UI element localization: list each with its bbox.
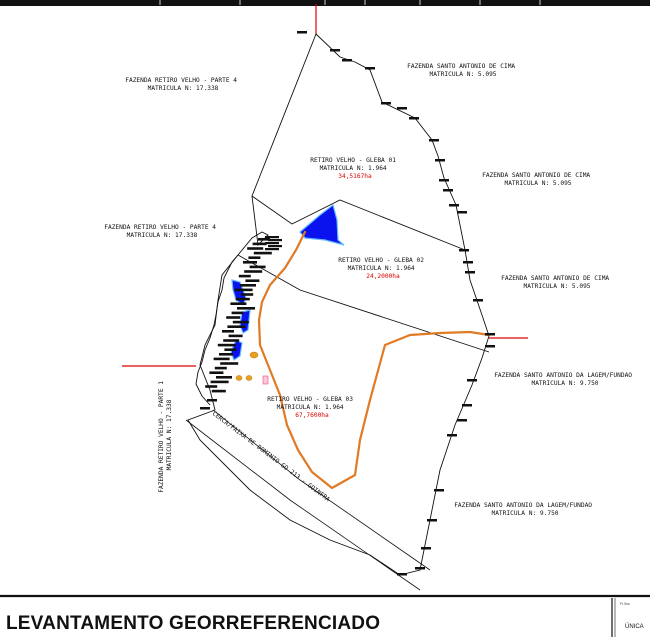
label-retiro-parte1: FAZENDA RETIRO VELHO - PARTE 1 MATRICULA… — [158, 377, 173, 493]
title-block-side-caption: Fl./lha — [620, 602, 630, 606]
internal-track — [257, 230, 491, 490]
label-gleba-01: RETIRO VELHO - GLEBA 01 MATRICULA N: 1.9… — [310, 157, 399, 180]
road-line-left — [185, 419, 421, 591]
west-edge-jagged — [195, 254, 239, 406]
gleba-division-1 — [251, 195, 466, 251]
label-santo-cima-2: FAZENDA SANTO ANTONIO DE CIMA MATRICULA … — [482, 172, 594, 187]
label-gleba-02: RETIRO VELHO - GLEBA 02 MATRICULA N: 1.9… — [338, 257, 427, 280]
label-lagem-fundao-1: FAZENDA SANTO ANTONIO DA LAGEM/FUNDAO MA… — [494, 372, 636, 387]
label-retiro-parte4-mid: FAZENDA RETIRO VELHO - PARTE 4 MATRICULA… — [104, 224, 220, 239]
label-lagem-fundao-2: FAZENDA SANTO ANTONIO DA LAGEM/FUNDAO MA… — [454, 502, 596, 517]
label-gleba-03: RETIRO VELHO - GLEBA 03 MATRICULA N: 1.9… — [267, 396, 356, 419]
label-retiro-parte4-top: FAZENDA RETIRO VELHO - PARTE 4 MATRICULA… — [125, 77, 241, 92]
title-block-side-label: ÚNICA — [625, 623, 644, 630]
water-body-west-1 — [231, 279, 247, 306]
label-road: CERCA/FAIXA DE DOMINIO GO 213 - GOINFRA — [211, 410, 331, 503]
top-frame-ticks — [159, 0, 541, 5]
water-body-gleba01 — [299, 203, 345, 246]
title-block-title: LEVANTAMENTO GEORREFERENCIADO — [6, 613, 380, 634]
vertex-markers — [200, 31, 495, 576]
structure-markers — [235, 351, 269, 385]
label-santo-cima-1: FAZENDA SANTO ANTONIO DE CIMA MATRICULA … — [407, 63, 519, 78]
road-line-right — [212, 409, 431, 571]
label-santo-cima-3: FAZENDA SANTO ANTONIO DE CIMA MATRICULA … — [501, 275, 613, 290]
